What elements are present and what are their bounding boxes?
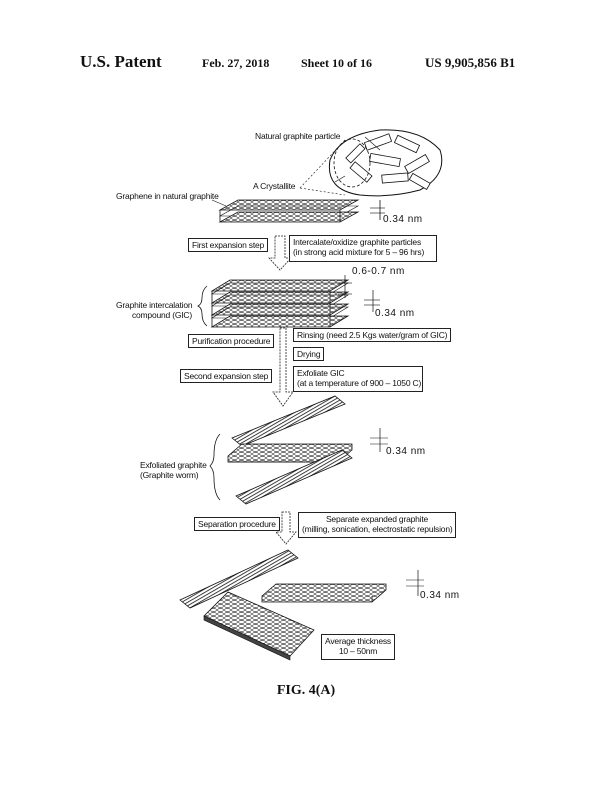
graphene-natural-label: Graphene in natural graphite bbox=[116, 191, 219, 201]
graphite-particle bbox=[299, 129, 443, 197]
gic-label-line-2: compound (GIC) bbox=[131, 310, 192, 320]
dimension-label: 0.34 nm bbox=[375, 308, 415, 319]
dimension-label: 0.34 nm bbox=[386, 446, 426, 457]
exfoliated-graphite bbox=[209, 395, 388, 505]
separate-line-1: Separate expanded graphite bbox=[325, 514, 429, 524]
process-arrow-3 bbox=[275, 511, 297, 545]
gic-label: Graphite intercalation compound (GIC) bbox=[116, 300, 193, 320]
patent-number: US 9,905,856 B1 bbox=[425, 55, 516, 70]
gic-label-line-1: Graphite intercalation bbox=[116, 300, 193, 310]
natural-graphite-layers bbox=[211, 199, 385, 223]
dimension-label: 0.6-0.7 nm bbox=[352, 266, 405, 277]
exfoliate-line-2: (at a temperature of 900 – 1050 C) bbox=[297, 378, 422, 388]
first-expansion-box: First expansion step bbox=[188, 238, 269, 252]
intercalate-box: Intercalate/oxidize graphite particles (… bbox=[289, 235, 437, 262]
exfoliate-line-1: Exfoliate GIC bbox=[297, 368, 345, 378]
purification-box: Purification procedure bbox=[188, 334, 275, 348]
crystallite-label: A Crystallite bbox=[253, 181, 296, 191]
intercalate-line-2: (in strong acid mixture for 5 – 96 hrs) bbox=[293, 247, 425, 257]
dimension-label: 0.34 nm bbox=[383, 214, 423, 225]
average-thickness-box: Average thickness 10 – 50nm bbox=[321, 634, 395, 660]
exfoliated-label-line-1: Exfoliated graphite bbox=[140, 460, 207, 470]
patent-label: U.S. Patent bbox=[80, 52, 162, 71]
separation-box: Separation procedure bbox=[194, 517, 280, 531]
average-thickness-line-1: Average thickness bbox=[325, 636, 391, 646]
exfoliate-box: Exfoliate GIC (at a temperature of 900 –… bbox=[293, 366, 423, 392]
process-arrow-1 bbox=[268, 235, 292, 271]
gic-stack bbox=[197, 275, 380, 328]
rinsing-box: Rinsing (need 2.5 Kgs water/gram of GIC) bbox=[293, 328, 452, 342]
separate-box: Separate expanded graphite (milling, son… bbox=[298, 512, 456, 538]
second-expansion-box: Second expansion step bbox=[180, 369, 273, 383]
drying-box: Drying bbox=[293, 347, 325, 361]
exfoliated-label: Exfoliated graphite (Graphite worm) bbox=[140, 460, 207, 480]
separated-platelets bbox=[179, 549, 424, 661]
average-thickness-line-2: 10 – 50nm bbox=[338, 646, 378, 656]
exfoliated-label-line-2: (Graphite worm) bbox=[140, 470, 199, 480]
separate-line-2: (milling, sonication, electrostatic repu… bbox=[302, 524, 453, 534]
natural-particle-label: Natural graphite particle bbox=[255, 131, 341, 141]
dimension-label: 0.34 nm bbox=[420, 590, 460, 601]
process-arrow-2 bbox=[272, 327, 294, 407]
intercalate-line-1: Intercalate/oxidize graphite particles bbox=[293, 237, 422, 247]
figure-label: FIG. 4(A) bbox=[276, 683, 336, 698]
patent-date: Feb. 27, 2018 bbox=[202, 56, 270, 70]
sheet-number: Sheet 10 of 16 bbox=[301, 56, 372, 70]
